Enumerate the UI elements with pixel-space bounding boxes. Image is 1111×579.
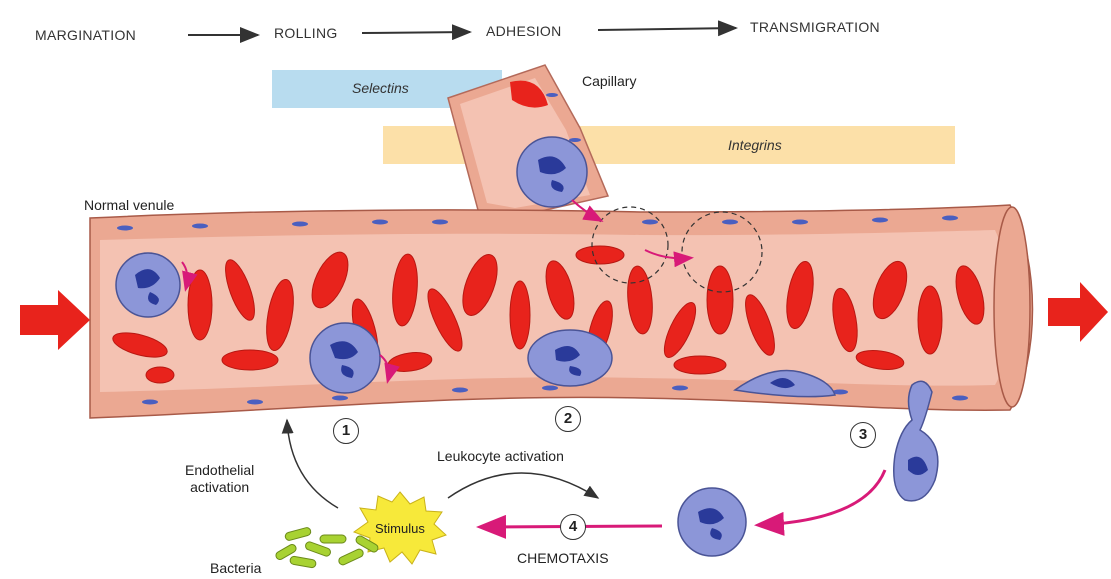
flow-out-arrow <box>1048 282 1108 342</box>
bacteria-label: Bacteria <box>210 561 261 575</box>
venule-end-cap <box>994 207 1030 407</box>
stage-transmigration: TRANSMIGRATION <box>750 20 880 34</box>
arrow-rolling-adhesion <box>362 32 470 33</box>
endothelial-activation-label: Endothelial activation <box>185 462 254 496</box>
leukocyte-capillary <box>517 137 587 207</box>
capillary-label: Capillary <box>582 74 636 88</box>
arrow-adhesion-transmigration <box>598 28 736 30</box>
step-1-badge: 1 <box>333 418 359 444</box>
selectins-label: Selectins <box>352 81 409 95</box>
flow-in-arrow <box>20 290 90 350</box>
leukocyte-adhesion <box>528 330 612 386</box>
step-3-badge: 3 <box>850 422 876 448</box>
leukocyte-chemotaxis <box>678 488 746 556</box>
stage-adhesion: ADHESION <box>486 24 562 38</box>
transmigration-to-chemotaxis-arrow <box>760 470 885 525</box>
endothelial-activation-arrow <box>287 420 338 508</box>
stage-margination: MARGINATION <box>35 28 136 42</box>
leukocyte-margination <box>116 253 180 317</box>
leukocyte-rolling <box>310 323 380 393</box>
step-4-badge: 4 <box>560 514 586 540</box>
leukocyte-activation-label: Leukocyte activation <box>437 449 564 463</box>
integrins-label: Integrins <box>728 138 782 152</box>
step-2-badge: 2 <box>555 406 581 432</box>
stage-rolling: ROLLING <box>274 26 338 40</box>
chemotaxis-label: CHEMOTAXIS <box>517 551 609 565</box>
leukocyte-activation-arrow <box>448 473 598 498</box>
stimulus-label: Stimulus <box>375 522 425 535</box>
normal-venule-label: Normal venule <box>84 198 174 212</box>
